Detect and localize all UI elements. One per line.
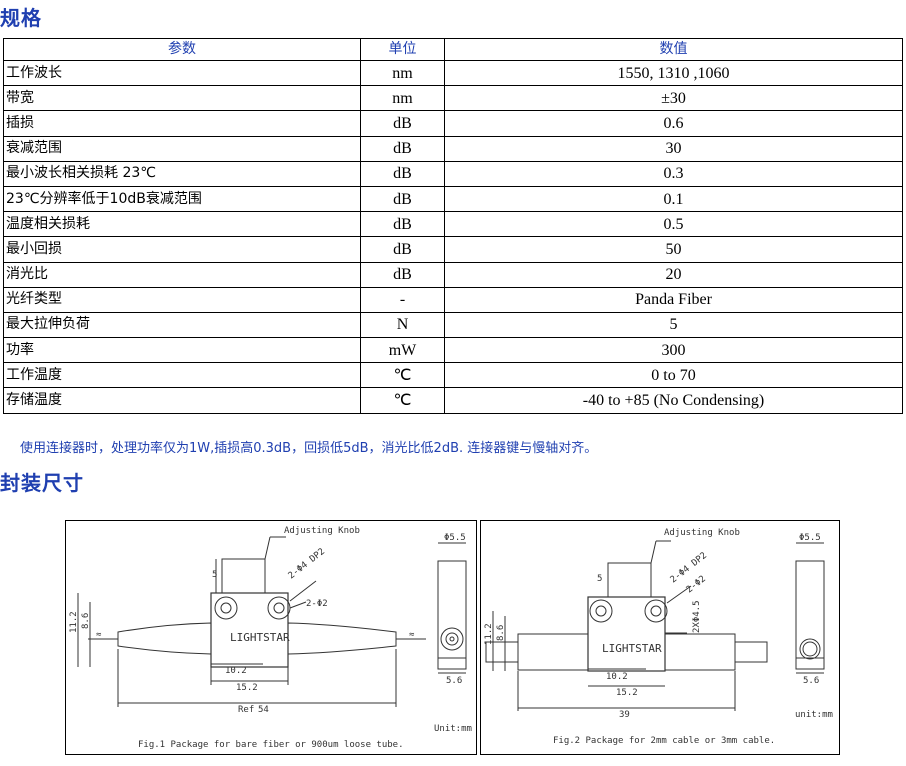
fig2-dim-8-6: 8.6 (496, 625, 506, 641)
table-row: 光纤类型-Panda Fiber (3, 286, 903, 313)
fig2-dim-11-2: 11.2 (484, 623, 494, 645)
header-param: 参数 (3, 38, 361, 61)
param-cell: 光纤类型 (3, 286, 361, 313)
fig2-dim-phi: Φ5.5 (799, 533, 821, 543)
value-cell: ±30 (444, 85, 903, 112)
value-cell: 50 (444, 236, 903, 263)
unit-cell: dB (360, 135, 445, 162)
value-cell: Panda Fiber (444, 286, 903, 313)
param-cell: 最大拉伸负荷 (3, 311, 361, 339)
fig1-dim-5: 5 (212, 570, 217, 580)
svg-text:≈: ≈ (409, 630, 415, 640)
param-cell: 工作温度 (3, 362, 361, 389)
unit-cell: dB (360, 110, 445, 137)
package-heading: 封装尺寸 (0, 471, 84, 495)
fig1-dim-ref: Ref (238, 705, 254, 715)
fig2-dim-10-2: 10.2 (606, 672, 628, 682)
fig2-unit: unit:mm (795, 710, 833, 720)
value-cell: 0.1 (444, 185, 903, 213)
value-cell: 300 (444, 337, 903, 364)
fig2-caption: Fig.2 Package for 2mm cable or 3mm cable… (553, 736, 775, 746)
fig1-hole1: 2-Φ4 DP2 (287, 547, 327, 582)
unit-cell: N (360, 311, 445, 339)
fig1-dim-10-2: 10.2 (225, 666, 247, 676)
unit-cell: mW (360, 337, 445, 364)
param-cell: 工作波长 (3, 59, 361, 87)
unit-cell: - (360, 286, 445, 313)
table-row: 存储温度℃-40 to +85 (No Condensing) (3, 387, 903, 414)
fig2-brand-text: LIGHTSTAR (602, 642, 662, 655)
fig1-dim-54: 54 (258, 705, 269, 715)
fig1-dim-8-6: 8.6 (81, 613, 91, 629)
spec-heading: 规格 (0, 6, 42, 30)
figure-1-drawing: ≈ ≈ Adjusting Knob 2-Φ4 DP2 2-Φ2 LIGHTST… (65, 520, 477, 755)
unit-cell: dB (360, 261, 445, 288)
value-cell: 0 to 70 (444, 362, 903, 389)
value-cell: -40 to +85 (No Condensing) (444, 387, 903, 414)
value-cell: 1550, 1310 ,1060 (444, 59, 903, 87)
fig1-dim-5-6: 5.6 (446, 676, 462, 686)
connector-note: 使用连接器时，处理功率仅为1W,插损高0.3dB，回损低5dB，消光比低2dB.… (20, 441, 598, 456)
fig1-caption: Fig.1 Package for bare fiber or 900um lo… (138, 740, 404, 750)
param-cell: 23℃分辨率低于10dB衰减范围 (3, 185, 361, 213)
fig1-dim-phi: Φ5.5 (444, 533, 466, 543)
header-unit: 单位 (360, 38, 445, 61)
table-header-row: 参数 单位 数值 (3, 38, 903, 61)
fig2-dim-39: 39 (619, 710, 630, 720)
fig2-hole2: 2-Φ2 (685, 574, 708, 595)
param-cell: 存储温度 (3, 387, 361, 414)
fig2-knob-label: Adjusting Knob (664, 528, 740, 538)
param-cell: 最小回损 (3, 236, 361, 263)
unit-cell: dB (360, 236, 445, 263)
value-cell: 20 (444, 261, 903, 288)
value-cell: 0.6 (444, 110, 903, 137)
header-value: 数值 (444, 38, 903, 61)
value-cell: 0.5 (444, 211, 903, 238)
unit-cell: dB (360, 185, 445, 213)
unit-cell: ℃ (360, 387, 445, 414)
param-cell: 带宽 (3, 85, 361, 112)
fig1-brand-text: LIGHTSTAR (230, 631, 290, 644)
param-cell: 衰减范围 (3, 135, 361, 162)
fig2-dim-5: 5 (597, 574, 602, 584)
param-cell: 功率 (3, 337, 361, 364)
value-cell: 30 (444, 135, 903, 162)
unit-cell: dB (360, 160, 445, 187)
figure-2-drawing: Adjusting Knob 2-Φ4 DP2 2-Φ2 2XΦ4.5 LIGH… (480, 520, 840, 755)
unit-cell: dB (360, 211, 445, 238)
value-cell: 5 (444, 311, 903, 339)
fig1-unit: Unit:mm (434, 724, 472, 734)
fig1-dim-11-2: 11.2 (69, 611, 79, 633)
param-cell: 插损 (3, 110, 361, 137)
unit-cell: ℃ (360, 362, 445, 389)
fig1-dim-15-2: 15.2 (236, 683, 258, 693)
svg-text:≈: ≈ (96, 630, 102, 640)
fig2-dim-15-2: 15.2 (616, 688, 638, 698)
unit-cell: nm (360, 59, 445, 87)
param-cell: 最小波长相关损耗 23℃ (3, 160, 361, 187)
fig1-knob-label: Adjusting Knob (284, 526, 360, 536)
fig2-dim-5-6: 5.6 (803, 676, 819, 686)
unit-cell: nm (360, 85, 445, 112)
value-cell: 0.3 (444, 160, 903, 187)
fig1-hole2: 2-Φ2 (306, 599, 328, 609)
fig2-hole3: 2XΦ4.5 (692, 600, 702, 633)
param-cell: 温度相关损耗 (3, 211, 361, 238)
param-cell: 消光比 (3, 261, 361, 288)
